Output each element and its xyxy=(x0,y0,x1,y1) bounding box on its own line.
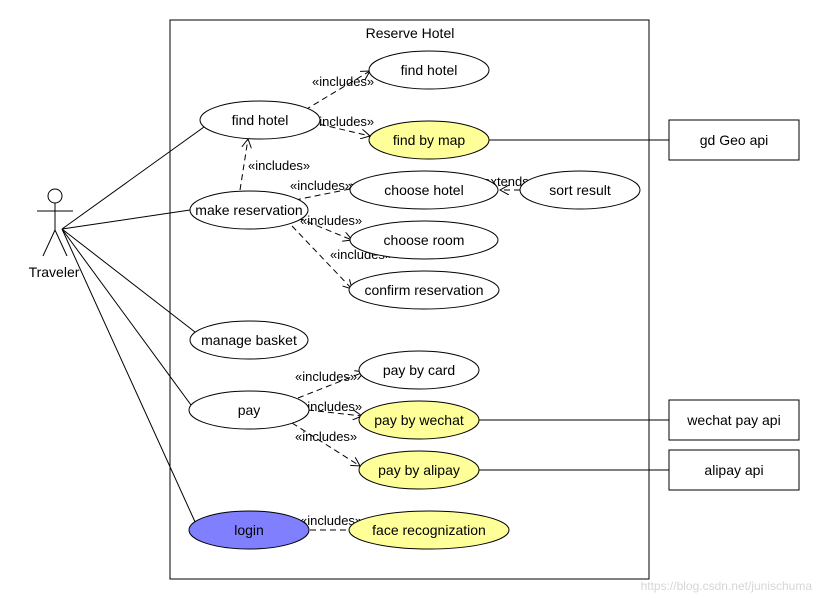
use-case-label: face recognization xyxy=(372,522,486,538)
use-case-shape xyxy=(348,510,510,550)
rel-label-includes-10: «includes» xyxy=(300,513,362,528)
use-case-shape xyxy=(349,220,499,260)
use-case-label: choose hotel xyxy=(384,182,463,198)
use-case-label: confirm reservation xyxy=(364,282,483,298)
use-case-shape xyxy=(188,510,310,550)
dep-pay-to-wechat xyxy=(307,409,362,416)
use-case-confirm-reservation[interactable]: confirm reservation xyxy=(348,270,500,310)
use-case-shape xyxy=(358,450,480,490)
use-case-sort-result[interactable]: sort result xyxy=(519,170,641,210)
rel-label-includes-4: «includes» xyxy=(290,178,352,193)
rel-label-includes-2: «includes» xyxy=(312,114,374,129)
external-system-label: alipay api xyxy=(704,462,763,478)
rel-label-includes-8: «includes» xyxy=(300,399,362,414)
use-case-pay-by-alipay[interactable]: pay by alipay xyxy=(358,450,480,490)
use-case-label: find hotel xyxy=(232,112,289,128)
watermark: https://blog.csdn.net/junischuma xyxy=(641,579,813,593)
use-case-shape xyxy=(348,270,500,310)
external-wechat-pay-api[interactable]: wechat pay api xyxy=(668,399,800,441)
use-case-shape xyxy=(199,100,321,140)
dep-make-reservation-to-choose-hotel xyxy=(294,187,360,201)
use-case-pay-by-card[interactable]: pay by card xyxy=(358,350,480,390)
use-case-shape xyxy=(349,170,499,210)
rel-label-includes-3: «includes» xyxy=(248,158,310,173)
use-case-label: find hotel xyxy=(401,62,458,78)
dep-pay-to-alipay xyxy=(291,422,360,466)
rel-label-includes-1: «includes» xyxy=(312,74,374,89)
assoc-pay xyxy=(61,228,203,421)
associations xyxy=(61,126,669,525)
use-case-label: choose room xyxy=(384,232,465,248)
external-system-box xyxy=(668,449,800,491)
dependencies xyxy=(239,71,520,530)
use-case-shape xyxy=(358,400,480,440)
use-case-choose-room[interactable]: choose room xyxy=(349,220,499,260)
dep-pay-to-card xyxy=(297,372,364,399)
use-case-shape xyxy=(358,350,480,390)
external-system-label: wechat pay api xyxy=(686,412,780,428)
use-case-label: manage basket xyxy=(201,332,297,348)
actor-traveler[interactable]: Traveler xyxy=(29,188,80,280)
rel-label-includes-7: «includes» xyxy=(295,369,357,384)
use-case-login[interactable]: login xyxy=(188,510,310,550)
assoc-make-reservation xyxy=(61,209,191,230)
use-case-label: login xyxy=(234,522,264,538)
dep-find-hotel-to-find-hotel-sub xyxy=(304,71,370,111)
use-case-label: make reservation xyxy=(195,202,302,218)
use-case-label: pay xyxy=(238,402,261,418)
rel-label-includes-5: «includes» xyxy=(300,213,362,228)
use-case-shape xyxy=(188,390,310,430)
external-system-label: gd Geo api xyxy=(700,132,769,148)
actor-label: Traveler xyxy=(29,264,80,280)
use-case-label: find by map xyxy=(393,132,466,148)
assoc-login xyxy=(61,228,197,525)
use-case-label: pay by wechat xyxy=(374,412,464,428)
use-case-find-hotel[interactable]: find hotel xyxy=(199,100,321,140)
external-system-box xyxy=(668,399,800,441)
use-case-face-recognization[interactable]: face recognization xyxy=(348,510,510,550)
actor-head xyxy=(47,188,63,204)
use-case-pay-by-wechat[interactable]: pay by wechat xyxy=(358,400,480,440)
external-gd-geo-api[interactable]: gd Geo api xyxy=(668,119,800,161)
actor-left-leg xyxy=(42,229,56,257)
use-case-shape xyxy=(519,170,641,210)
dep-find-hotel-to-find-by-map xyxy=(309,121,370,136)
rel-label-includes-9: «includes» xyxy=(295,429,357,444)
use-case-make-reservation[interactable]: make reservation xyxy=(189,190,309,230)
system-title: Reserve Hotel xyxy=(366,25,455,41)
use-case-label: pay by card xyxy=(383,362,455,378)
use-case-choose-hotel[interactable]: choose hotel xyxy=(349,170,499,210)
use-case-find-by-map[interactable]: find by map xyxy=(368,120,490,160)
use-case-shape xyxy=(368,120,490,160)
external-system-box xyxy=(668,119,800,161)
use-case-manage-basket[interactable]: manage basket xyxy=(189,320,309,360)
use-case-shape xyxy=(189,190,309,230)
use-case-label: sort result xyxy=(549,182,611,198)
dep-make-reservation-to-confirm xyxy=(291,225,352,289)
system-boundary xyxy=(169,19,650,580)
use-case-label: pay by alipay xyxy=(378,462,460,478)
assoc-find-hotel xyxy=(61,126,205,230)
use-case-shape xyxy=(368,50,490,90)
dep-make-reservation-to-find-hotel xyxy=(239,139,248,191)
assoc-manage-basket xyxy=(61,228,196,333)
use-case-shape xyxy=(189,320,309,360)
actor-right-leg xyxy=(54,229,68,257)
external-alipay-api[interactable]: alipay api xyxy=(668,449,800,491)
use-case-find-hotel-sub[interactable]: find hotel xyxy=(368,50,490,90)
use-case-pay[interactable]: pay xyxy=(188,390,310,430)
